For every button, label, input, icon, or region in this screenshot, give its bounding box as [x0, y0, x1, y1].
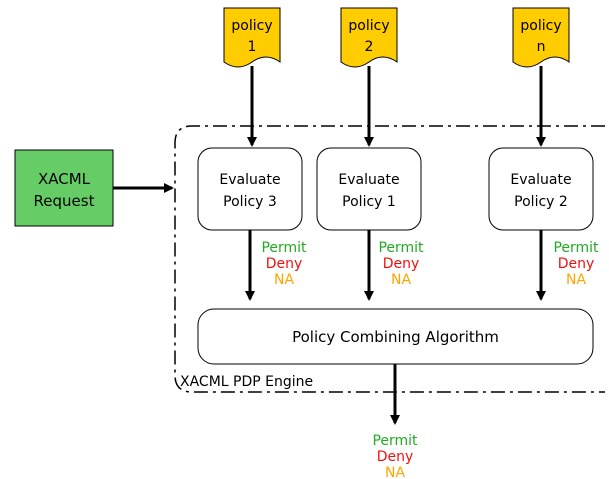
evaluate-label: Evaluate: [338, 172, 399, 188]
evaluate-box-policy-3: Evaluate Policy 3: [197, 147, 303, 231]
na-label: NA: [274, 272, 294, 288]
policy-document-n: policy n: [512, 7, 570, 68]
policy-document-1: policy 1: [223, 7, 281, 68]
policy-n-label: policy: [520, 18, 561, 34]
policy-1-label: policy: [231, 18, 272, 34]
decision-labels-eval-1: Permit Deny NA: [378, 240, 424, 288]
deny-label: Deny: [377, 449, 414, 465]
deny-label: Deny: [558, 256, 595, 272]
na-label: NA: [385, 465, 405, 479]
evaluate-box-policy-1: Evaluate Policy 1: [316, 147, 422, 231]
evaluate-box-policy-2: Evaluate Policy 2: [488, 147, 594, 231]
evaluate-label: Evaluate: [510, 172, 571, 188]
evaluate-policy-name: Policy 2: [514, 194, 568, 210]
deny-label: Deny: [383, 256, 420, 272]
permit-label: Permit: [372, 433, 418, 449]
evaluate-policy-name: Policy 1: [342, 194, 396, 210]
permit-label: Permit: [553, 240, 599, 256]
evaluate-policy-name: Policy 3: [223, 194, 277, 210]
policy-document-2: policy 2: [340, 7, 398, 68]
deny-label: Deny: [266, 256, 303, 272]
decision-labels-eval-3: Permit Deny NA: [261, 240, 307, 288]
policy-combining-algorithm-box: Policy Combining Algorithm: [197, 308, 594, 365]
permit-label: Permit: [378, 240, 424, 256]
pdp-engine-label: XACML PDP Engine: [180, 374, 313, 390]
policy-2-number: 2: [365, 39, 374, 55]
na-label: NA: [391, 272, 411, 288]
policy-1-number: 1: [248, 39, 257, 55]
policy-2-label: policy: [348, 18, 389, 34]
na-label: NA: [566, 272, 586, 288]
policy-n-number: n: [537, 39, 546, 55]
combiner-label: Policy Combining Algorithm: [292, 328, 499, 346]
request-label-line2: Request: [34, 192, 95, 210]
decision-labels-eval-2: Permit Deny NA: [553, 240, 599, 288]
xacml-request-box: XACML Request: [14, 149, 114, 227]
request-label-line1: XACML: [38, 170, 91, 188]
final-decision-labels: Permit Deny NA: [372, 433, 418, 479]
permit-label: Permit: [261, 240, 307, 256]
evaluate-label: Evaluate: [219, 172, 280, 188]
